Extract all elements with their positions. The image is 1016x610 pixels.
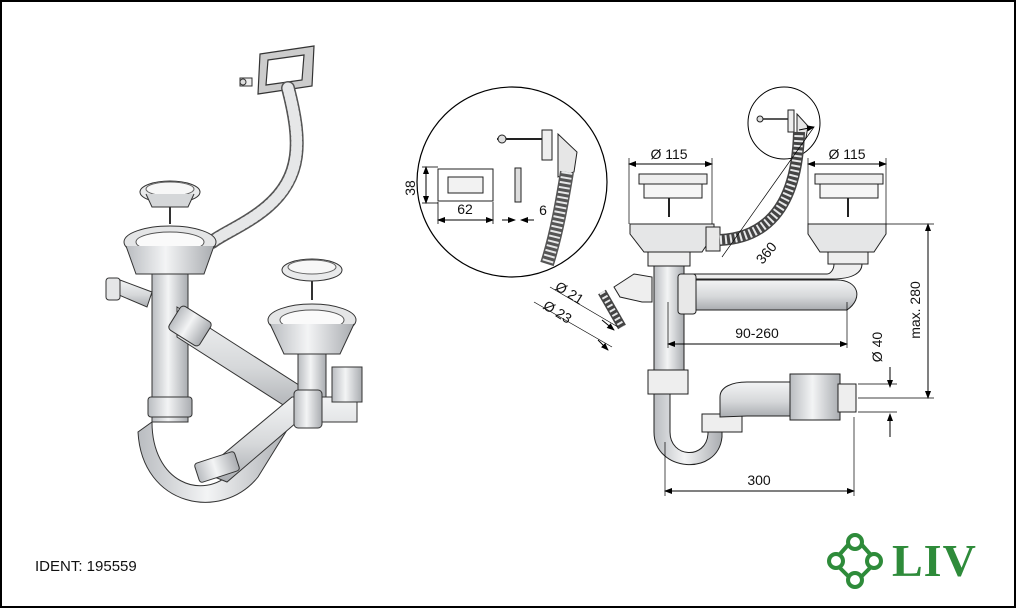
- plate-thickness-label: 6: [539, 202, 547, 218]
- brand-name: LIV: [892, 535, 977, 586]
- left-strainer-basket: [139, 180, 201, 224]
- plate-height-label: 38: [402, 180, 418, 196]
- orthographic-view: [533, 125, 934, 496]
- outlet-diameter-label: Ø 40: [869, 332, 885, 363]
- plate-width-label: 62: [457, 201, 473, 217]
- isometric-assembly: [105, 45, 363, 503]
- right-bowl-drain: [267, 303, 357, 398]
- max-height-label: max. 280: [907, 281, 923, 339]
- overflow-plate: [239, 45, 315, 95]
- bottle-trap: [137, 366, 363, 503]
- green-rings-logo-icon: [827, 533, 883, 589]
- small-detail-magnifier: [747, 86, 821, 160]
- left-bowl-diameter-label: Ø 115: [650, 146, 687, 162]
- trap-width-label: 300: [747, 472, 771, 488]
- overflow-hose-length-label: 360: [753, 239, 780, 267]
- ident-number: IDENT: 195559: [35, 558, 137, 575]
- right-bowl-diameter-label: Ø 115: [828, 146, 865, 162]
- pipe-adjust-range-label: 90-260: [735, 325, 779, 341]
- detail-magnifier: [416, 86, 608, 278]
- right-strainer-basket: [281, 258, 343, 300]
- side-hose-connector: [105, 277, 153, 308]
